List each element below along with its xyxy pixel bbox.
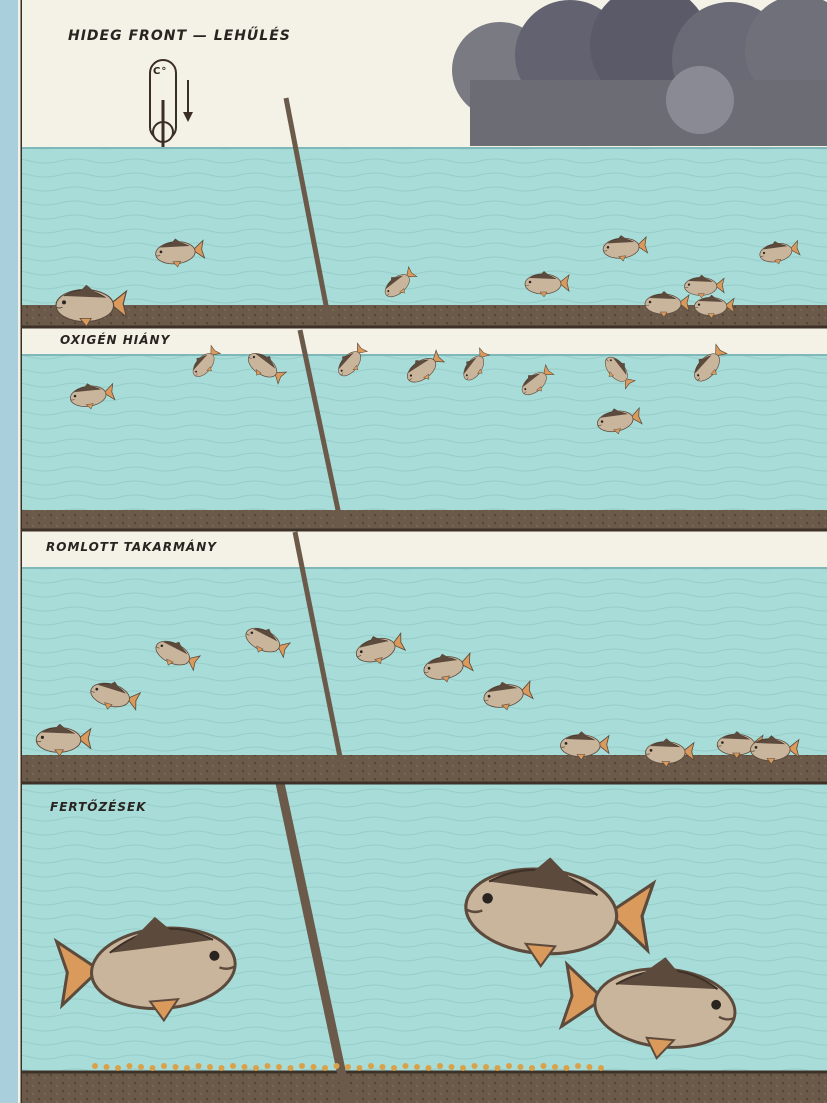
panel4-bottom xyxy=(22,1072,827,1103)
feed-pellet xyxy=(230,1063,236,1069)
feed-pellet xyxy=(207,1064,213,1070)
feed-pellet xyxy=(150,1065,156,1071)
feed-pellet xyxy=(587,1064,593,1070)
feed-pellet xyxy=(414,1064,420,1070)
feed-pellet xyxy=(138,1064,144,1070)
panel-label-feed: ROMLOTT TAKARMÁNY xyxy=(46,540,217,554)
feed-pellet xyxy=(437,1063,443,1069)
panel-feed xyxy=(22,530,827,783)
feed-pellet xyxy=(518,1064,524,1070)
feed-pellet xyxy=(391,1065,397,1071)
feed-pellet xyxy=(564,1065,570,1071)
feed-pellet xyxy=(368,1063,374,1069)
feed-pellet xyxy=(345,1064,351,1070)
feed-pellet xyxy=(495,1065,501,1071)
feed-pellet xyxy=(288,1065,294,1071)
feed-pellet xyxy=(265,1063,271,1069)
thermometer-unit-label: C° xyxy=(153,66,167,77)
panel-label-cold-front: HIDEG FRONT — LEHŰLÉS xyxy=(68,28,291,44)
feed-pellet xyxy=(575,1063,581,1069)
feed-pellet xyxy=(161,1063,167,1069)
feed-pellet xyxy=(184,1065,190,1071)
feed-pellet xyxy=(541,1063,547,1069)
feed-pellet xyxy=(104,1064,110,1070)
feed-pellet xyxy=(276,1064,282,1070)
feed-pellet xyxy=(92,1063,98,1069)
feed-pellet xyxy=(115,1065,121,1071)
feed-pellet xyxy=(196,1063,202,1069)
feed-pellet xyxy=(472,1063,478,1069)
feed-pellet xyxy=(334,1063,340,1069)
feed-pellet xyxy=(253,1065,259,1071)
panel-label-infection: FERTŐZÉSEK xyxy=(50,800,147,814)
feed-pellet xyxy=(552,1064,558,1070)
feed-pellet xyxy=(598,1065,604,1071)
feed-pellet xyxy=(449,1064,455,1070)
feed-pellet xyxy=(173,1064,179,1070)
feed-pellet xyxy=(403,1063,409,1069)
panel3-bottom xyxy=(22,755,827,783)
feed-pellet xyxy=(506,1063,512,1069)
feed-pellet xyxy=(219,1065,225,1071)
feed-pellet xyxy=(299,1063,305,1069)
feed-pellet xyxy=(460,1065,466,1071)
feed-pellet xyxy=(322,1065,328,1071)
feed-pellet xyxy=(242,1064,248,1070)
panel2-bottom xyxy=(22,510,827,530)
feed-pellet xyxy=(311,1064,317,1070)
feed-pellet xyxy=(426,1065,432,1071)
panel-label-oxygen: OXIGÉN HIÁNY xyxy=(60,333,170,347)
feed-pellet xyxy=(483,1064,489,1070)
feed-pellet xyxy=(357,1065,363,1071)
feed-pellet xyxy=(127,1063,133,1069)
feed-pellet xyxy=(529,1065,535,1071)
feed-pellet xyxy=(380,1064,386,1070)
